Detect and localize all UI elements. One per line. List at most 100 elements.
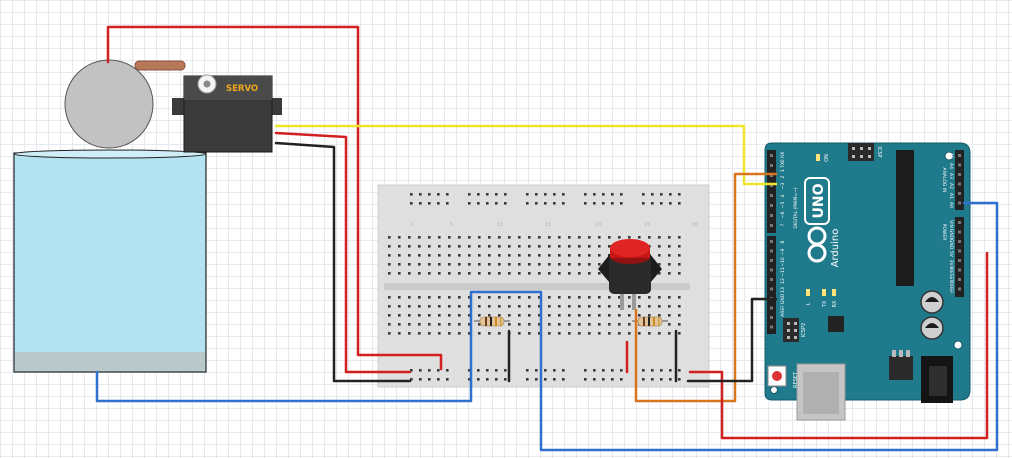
breadboard-hole xyxy=(598,296,601,299)
breadboard-hole xyxy=(408,263,411,266)
breadboard-hole xyxy=(538,263,541,266)
breadboard-hole xyxy=(658,236,661,239)
servo-horn-center xyxy=(203,80,211,88)
breadboard-hole xyxy=(669,202,672,205)
breadboard-hole xyxy=(468,378,471,381)
breadboard-hole xyxy=(488,332,491,335)
regulator-pin xyxy=(892,350,896,357)
breadboard-hole xyxy=(428,245,431,248)
breadboard-hole xyxy=(598,245,601,248)
servo-motor: SERVO xyxy=(172,74,282,153)
mounting-hole xyxy=(953,340,963,350)
water-surface xyxy=(13,149,207,159)
breadboard-hole xyxy=(535,378,538,381)
analog-pin-label: A1 xyxy=(948,193,954,199)
breadboard-hole xyxy=(668,314,671,317)
breadboard-hole xyxy=(508,254,511,257)
breadboard-hole xyxy=(558,272,561,275)
digital-pin-label: ~3 xyxy=(780,183,786,190)
breadboard-hole xyxy=(588,305,591,308)
breadboard-hole xyxy=(528,263,531,266)
breadboard-hole xyxy=(508,305,511,308)
header-pin xyxy=(787,322,790,325)
breadboard-hole xyxy=(528,323,531,326)
breadboard-hole xyxy=(678,272,681,275)
breadboard-hole xyxy=(598,263,601,266)
breadboard-hole xyxy=(651,202,654,205)
breadboard-hole xyxy=(538,296,541,299)
breadboard-hole xyxy=(678,332,681,335)
breadboard-hole xyxy=(535,193,538,196)
arduino-brand-label: Arduino xyxy=(830,229,841,268)
red-wire-power xyxy=(106,25,443,371)
breadboard-hole xyxy=(558,245,561,248)
breadboard-hole xyxy=(488,236,491,239)
breadboard-hole xyxy=(418,254,421,257)
power-pin-label: VIN xyxy=(948,220,954,228)
breadboard-hole xyxy=(648,305,651,308)
breadboard-hole xyxy=(538,254,541,257)
digital-header-1 xyxy=(767,150,776,233)
breadboard-hole xyxy=(568,314,571,317)
breadboard-hole xyxy=(669,193,672,196)
breadboard-hole xyxy=(535,369,538,372)
breadboard-hole xyxy=(528,254,531,257)
breadboard-hole xyxy=(668,263,671,266)
breadboard-column-number: 10 xyxy=(497,222,503,228)
breadboard-hole xyxy=(388,332,391,335)
breadboard-hole xyxy=(518,296,521,299)
breadboard-hole xyxy=(578,254,581,257)
breadboard-hole xyxy=(538,323,541,326)
breadboard-hole xyxy=(488,245,491,248)
breadboard-hole xyxy=(678,314,681,317)
breadboard-hole xyxy=(608,245,611,248)
header-pin xyxy=(770,184,773,187)
breadboard-hole xyxy=(648,314,651,317)
breadboard-hole xyxy=(538,332,541,335)
breadboard-hole xyxy=(638,305,641,308)
digital-pin-label: ~10 xyxy=(780,257,786,267)
float-assembly xyxy=(64,59,186,149)
breadboard-hole xyxy=(578,272,581,275)
breadboard-hole xyxy=(678,378,681,381)
push-button-leg xyxy=(632,280,636,310)
logo-loop-right xyxy=(807,226,827,246)
breadboard-column-numbers: 1 5 10 15 20 25 30 xyxy=(411,222,698,228)
breadboard-hole xyxy=(438,263,441,266)
power-header xyxy=(955,217,964,297)
icsp-label: ICSP xyxy=(876,146,882,157)
breadboard-hole xyxy=(588,254,591,257)
breadboard-hole xyxy=(558,296,561,299)
resistor-band xyxy=(643,317,645,326)
breadboard-hole xyxy=(478,263,481,266)
breadboard-hole xyxy=(437,193,440,196)
breadboard-hole xyxy=(498,245,501,248)
breadboard-hole xyxy=(428,323,431,326)
breadboard-hole xyxy=(618,305,621,308)
push-button xyxy=(598,239,662,310)
resistor-band xyxy=(648,317,650,326)
breadboard-hole xyxy=(448,305,451,308)
breadboard-hole xyxy=(535,202,538,205)
breadboard-hole xyxy=(408,314,411,317)
breadboard-hole xyxy=(468,193,471,196)
breadboard-hole xyxy=(408,254,411,257)
header-pin xyxy=(868,147,871,150)
breadboard-hole xyxy=(668,272,671,275)
breadboard-column-number: 15 xyxy=(545,222,551,228)
breadboard-hole xyxy=(448,245,451,248)
breadboard-hole xyxy=(660,378,663,381)
breadboard-hole xyxy=(388,323,391,326)
breadboard-hole xyxy=(468,245,471,248)
power-label: POWER xyxy=(941,224,947,241)
header-pin xyxy=(958,163,961,167)
breadboard-hole xyxy=(410,369,413,372)
led-l-label: L xyxy=(806,302,812,305)
header-pin xyxy=(770,287,773,291)
breadboard-hole xyxy=(526,378,529,381)
servo-black-lead xyxy=(274,141,412,383)
float-arm xyxy=(134,60,186,71)
header-pin xyxy=(958,240,961,243)
float-ball xyxy=(64,59,154,149)
